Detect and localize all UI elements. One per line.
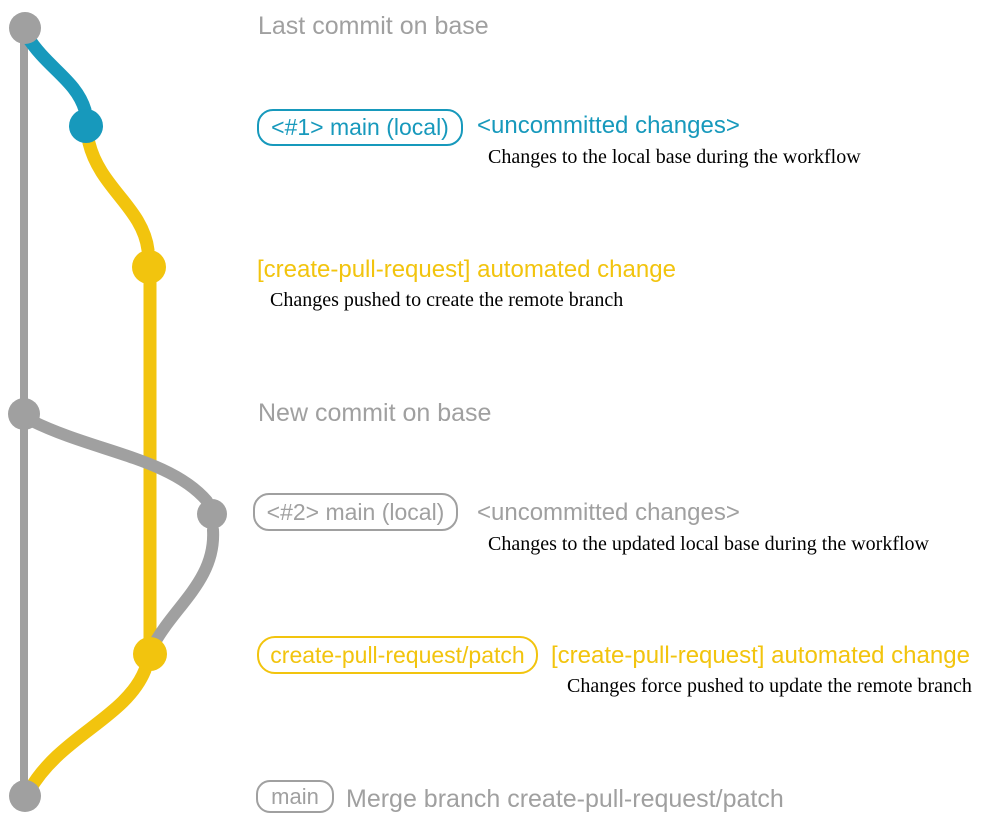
uncommitted-changes-title-1: <uncommitted changes> xyxy=(477,112,740,139)
commit-node-patch-2 xyxy=(133,637,167,671)
automated-change-title-1: [create-pull-request] automated change xyxy=(257,256,676,283)
uncommitted-edge-2 xyxy=(147,524,220,652)
merge-commit-title: Merge branch create-pull-request/patch xyxy=(346,785,784,813)
commit-node-uncommitted-2 xyxy=(197,499,227,529)
automated-change-title-2: [create-pull-request] automated change xyxy=(551,642,970,669)
commit-node-uncommitted-1 xyxy=(69,109,103,143)
branch-label-main-merged: main xyxy=(256,780,334,813)
patch-edge-1 xyxy=(82,136,155,257)
last-commit-heading: Last commit on base xyxy=(258,12,489,40)
branch-label-patch: create-pull-request/patch xyxy=(257,636,538,674)
commit-node-new-base xyxy=(8,398,40,430)
rebase-edge xyxy=(26,415,213,507)
uncommitted-changes-subtitle-2: Changes to the updated local base during… xyxy=(488,533,929,555)
uncommitted-changes-title-2: <uncommitted changes> xyxy=(477,499,740,526)
new-commit-heading: New commit on base xyxy=(258,399,492,427)
git-graph xyxy=(8,12,227,812)
branch-label-main-local-1: <#1> main (local) xyxy=(257,109,463,146)
uncommitted-edge-1 xyxy=(20,29,92,117)
automated-change-subtitle-1: Changes pushed to create the remote bran… xyxy=(270,289,624,311)
automated-change-subtitle-2: Changes force pushed to update the remot… xyxy=(567,675,972,697)
commit-node-patch-1 xyxy=(132,250,166,284)
commit-node-last-base xyxy=(9,12,41,44)
merge-edge xyxy=(22,663,152,798)
uncommitted-changes-subtitle-1: Changes to the local base during the wor… xyxy=(488,146,861,168)
commit-node-merge xyxy=(9,780,41,812)
branch-label-main-local-2: <#2> main (local) xyxy=(253,493,458,531)
